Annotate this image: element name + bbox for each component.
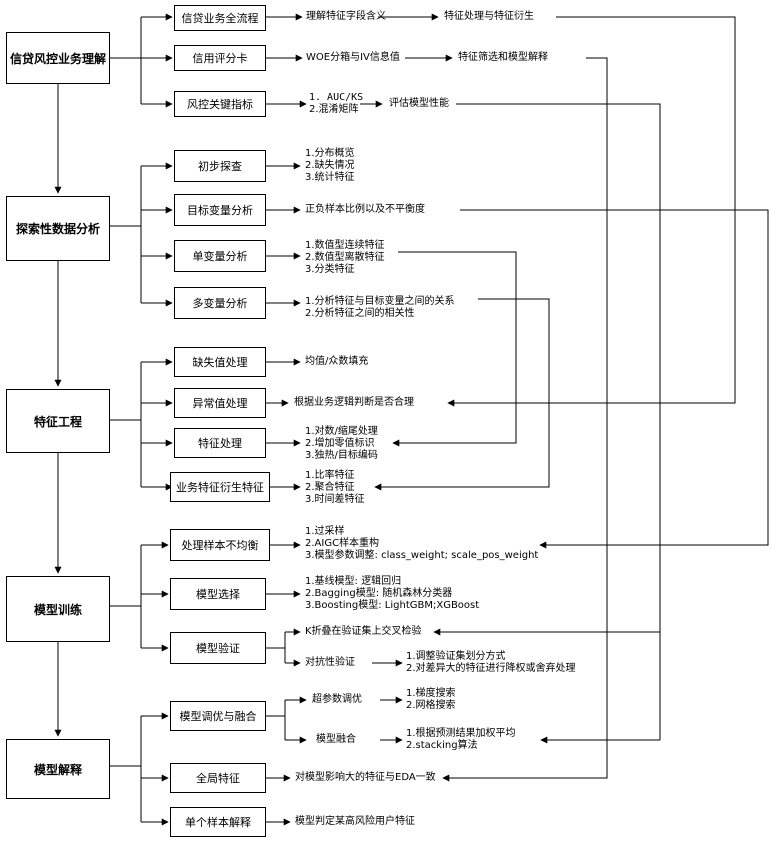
note-encoding: 3.独热/目标编码: [305, 450, 378, 461]
note-log-winsor: 1.对数/缩尾处理: [305, 426, 378, 437]
note-consistent-with-eda: 对模型影响大的特征与EDA一致: [295, 772, 436, 783]
note-discrete: 2.数值型离散特征: [305, 252, 385, 263]
note-oversampling: 1.过采样: [305, 526, 345, 537]
stage-eda[interactable]: 探索性数据分析: [6, 196, 110, 261]
stage-business-understanding[interactable]: 信贷风控业务理解: [6, 32, 110, 84]
stage5-branches: [110, 696, 403, 826]
step-outliers[interactable]: 异常值处理: [174, 388, 266, 418]
stage-feature-engineering[interactable]: 特征工程: [6, 389, 110, 453]
step-univariate-analysis[interactable]: 单变量分析: [174, 240, 266, 272]
step-target-analysis[interactable]: 目标变量分析: [174, 194, 266, 226]
note-statistics: 3.统计特征: [305, 172, 355, 183]
note-high-risk-user: 模型判定某高风险用户特征: [295, 816, 415, 827]
note-evaluate-performance: 评估模型性能: [389, 98, 449, 109]
note-stacking: 2.stacking算法: [406, 740, 478, 751]
step-credit-process[interactable]: 信贷业务全流程: [174, 5, 266, 31]
note-woe-iv: WOE分箱与IV信息值: [306, 52, 400, 63]
note-feature-selection: 特征筛选和模型解释: [458, 52, 548, 63]
note-feature-correlation: 2.分析特征之间的相关性: [305, 308, 415, 319]
note-weighted-average: 1.根据预测结果加权平均: [406, 728, 516, 739]
note-mean-mode: 均值/众数填充: [305, 356, 369, 367]
note-continuous: 1.数值型连续特征: [305, 240, 385, 251]
stage2-branches: [110, 162, 301, 307]
note-missing: 2.缺失情况: [305, 160, 355, 171]
note-hyperparameter-tuning: 超参数调优: [312, 694, 362, 705]
step-risk-metrics[interactable]: 风控关键指标: [174, 91, 266, 117]
stage1-branches: [110, 13, 453, 108]
note-bagging-model: 2.Bagging模型: 随机森林分类器: [305, 588, 453, 599]
note-confusion-matrix: 2.混淆矩阵: [309, 104, 359, 115]
note-adversarial-validation: 对抗性验证: [305, 657, 355, 668]
step-missing-values[interactable]: 缺失值处理: [174, 347, 266, 377]
stage-model-interpretation[interactable]: 模型解释: [6, 739, 110, 799]
note-kfold: K折叠在验证集上交叉检验: [305, 626, 422, 637]
step-credit-scorecard[interactable]: 信用评分卡: [174, 45, 266, 71]
note-adjust-split: 1.调整验证集划分方式: [406, 651, 506, 662]
feedback-connectors: [374, 16, 769, 782]
note-baseline-model: 1.基线模型: 逻辑回归: [305, 576, 402, 587]
step-initial-inspection[interactable]: 初步探查: [174, 150, 266, 182]
note-feature-target: 1.分析特征与目标变量之间的关系: [305, 296, 455, 307]
stage3-branches: [110, 358, 301, 491]
stage4-branches: [110, 541, 403, 667]
note-zero-flag: 2.增加零值标识: [305, 438, 375, 449]
note-field-meaning: 理解特征字段含义: [306, 11, 386, 22]
note-aigc: 2.AIGC样本重构: [305, 538, 380, 549]
note-distribution: 1.分布概览: [305, 148, 355, 159]
note-ratio-features: 1.比率特征: [305, 470, 355, 481]
note-auc-ks: 1. AUC/KS: [309, 92, 364, 103]
note-feature-derivation: 特征处理与特征衍生: [444, 11, 534, 22]
step-global-features[interactable]: 全局特征: [170, 763, 266, 793]
note-gradient-search: 1.梯度搜索: [406, 688, 456, 699]
step-single-sample[interactable]: 单个样本解释: [170, 807, 266, 837]
step-tuning-ensemble[interactable]: 模型调优与融合: [170, 701, 266, 731]
step-model-validation[interactable]: 模型验证: [170, 632, 266, 664]
note-model-ensemble: 模型融合: [316, 734, 356, 745]
step-model-selection[interactable]: 模型选择: [170, 578, 266, 610]
note-downweight-features: 2.对差异大的特征进行降权或舍弃处理: [406, 663, 576, 674]
step-imbalance-handling[interactable]: 处理样本不均衡: [170, 529, 270, 561]
note-aggregate-features: 2.聚合特征: [305, 482, 355, 493]
step-feature-processing[interactable]: 特征处理: [174, 428, 266, 458]
stage-model-training[interactable]: 模型训练: [6, 576, 110, 642]
note-categorical: 3.分类特征: [305, 264, 355, 275]
step-multivariate-analysis[interactable]: 多变量分析: [174, 287, 266, 319]
note-timediff-features: 3.时间差特征: [305, 494, 365, 505]
note-class-weight: 3.模型参数调整: class_weight; scale_pos_weight: [305, 550, 539, 561]
note-boosting-model: 3.Boosting模型: LightGBM;XGBoost: [305, 600, 480, 611]
note-class-ratio: 正负样本比例以及不平衡度: [305, 204, 425, 215]
note-grid-search: 2.网格搜索: [406, 700, 456, 711]
note-business-logic: 根据业务逻辑判断是否合理: [294, 397, 414, 408]
step-business-features[interactable]: 业务特征衍生特征: [170, 472, 270, 502]
